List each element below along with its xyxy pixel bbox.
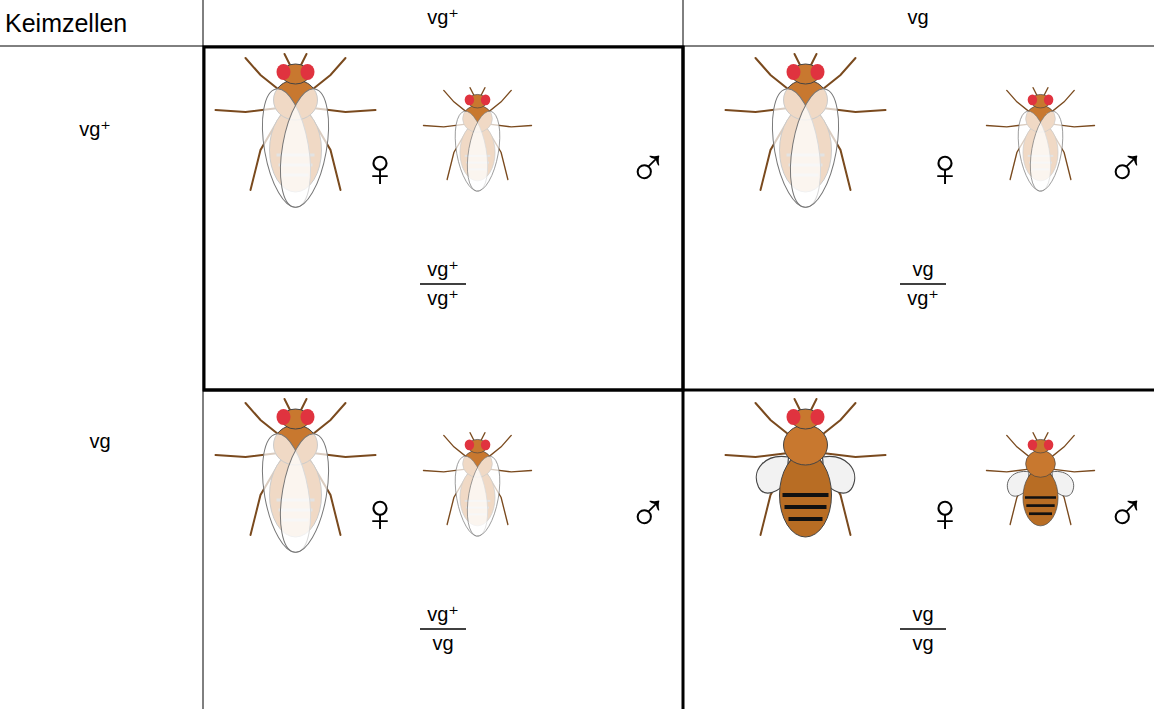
genotype-text: vg⁺ [427, 603, 459, 625]
sex-symbol: ♀ [925, 483, 966, 542]
genotype-text: vg [912, 258, 933, 280]
genotype-text: vg [432, 632, 453, 654]
allele-header: vg [89, 430, 110, 452]
sex-symbol: ♂ [1106, 138, 1147, 197]
sex-symbol: ♀ [925, 138, 966, 197]
sex-symbol: ♀ [360, 138, 401, 197]
genotype-text: vg [912, 603, 933, 625]
sex-symbol: ♂ [628, 138, 669, 197]
allele-header: vg [907, 6, 928, 28]
sex-symbol: ♂ [628, 483, 669, 542]
table-header: Keimzellen [5, 10, 127, 38]
genotype-text: vg [912, 632, 933, 654]
sex-symbol: ♂ [1106, 483, 1147, 542]
sex-symbol: ♀ [360, 483, 401, 542]
allele-header: vg⁺ [427, 6, 459, 28]
genotype-text: vg⁺ [427, 258, 459, 280]
genotype-text: vg⁺ [427, 287, 459, 309]
genotype-text: vg⁺ [907, 287, 939, 309]
allele-header: vg⁺ [79, 118, 111, 140]
